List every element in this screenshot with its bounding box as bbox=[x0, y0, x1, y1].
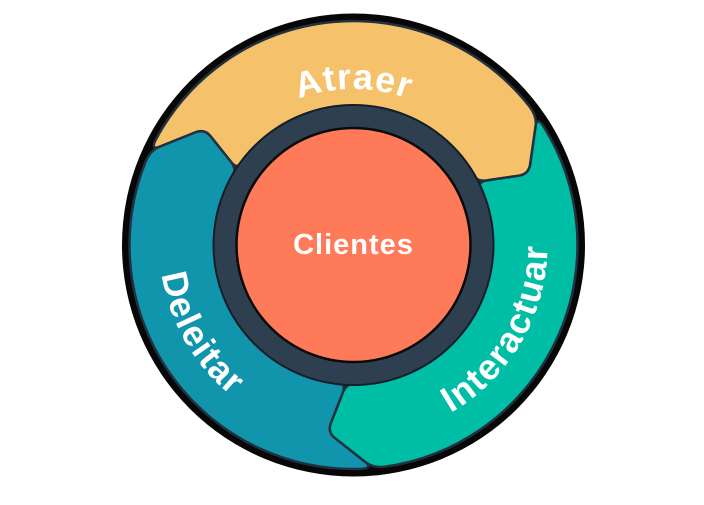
center-label: Clientes bbox=[293, 229, 414, 261]
hub-circle bbox=[235, 126, 472, 364]
